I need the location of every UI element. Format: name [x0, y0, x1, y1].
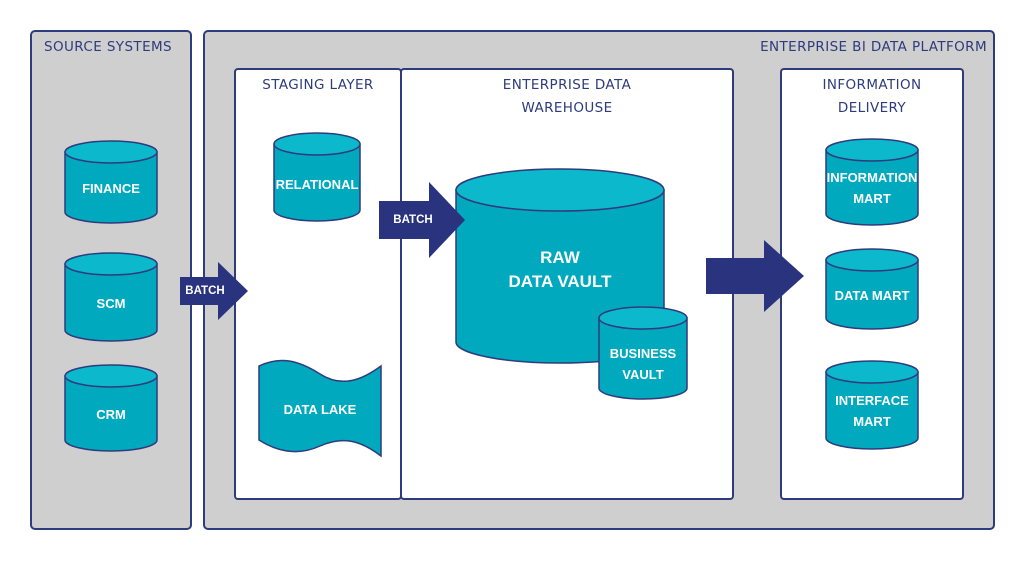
business-vault-cylinder: BUSINESS VAULT	[598, 306, 688, 400]
finance-label: FINANCE	[82, 180, 140, 196]
arrow-right-icon	[180, 262, 248, 320]
data-lake-label: DATA LAKE	[283, 401, 357, 417]
raw-data-vault-label: RAW DATA VAULT	[508, 248, 612, 291]
cylinder-icon	[64, 252, 158, 342]
source-systems-label: SOURCE SYSTEMS	[44, 39, 173, 55]
cylinder-icon	[825, 138, 919, 226]
edw-label: ENTERPRISE DATA WAREHOUSE	[502, 77, 632, 116]
crm-label: CRM	[96, 406, 126, 422]
arrow-right-icon	[706, 240, 804, 312]
cylinder-icon	[273, 132, 361, 222]
scm-label: SCM	[96, 295, 126, 311]
batch-arrow-staging-to-edw: BATCH	[379, 182, 465, 258]
business-vault-label: BUSINESS VAULT	[609, 346, 677, 382]
data-mart-cylinder: DATA MART	[825, 248, 919, 330]
arrow-edw-to-delivery	[706, 240, 804, 312]
information-mart-label: INFORMATION MART	[826, 170, 918, 206]
platform-label: ENTERPRISE BI DATA PLATFORM	[760, 39, 987, 55]
arrow-right-icon	[379, 182, 465, 258]
crm-cylinder: CRM	[64, 364, 158, 452]
data-lake-icon	[258, 359, 382, 458]
cylinder-icon	[825, 248, 919, 330]
data-mart-label: DATA MART	[834, 287, 910, 303]
staging-layer-label: STAGING LAYER	[262, 77, 374, 93]
batch-label-2: BATCH	[393, 213, 433, 226]
relational-cylinder: RELATIONAL	[273, 132, 361, 222]
cylinder-icon	[825, 360, 919, 450]
finance-cylinder: FINANCE	[64, 140, 158, 224]
data-lake-shape: DATA LAKE	[258, 359, 382, 458]
batch-label-1: BATCH	[185, 284, 225, 297]
information-delivery-label: INFORMATION DELIVERY	[822, 77, 922, 116]
information-mart-cylinder: INFORMATION MART	[825, 138, 919, 226]
cylinder-icon	[598, 306, 688, 400]
scm-cylinder: SCM	[64, 252, 158, 342]
interface-mart-label: INTERFACE MART	[835, 393, 909, 429]
cylinder-icon	[64, 140, 158, 224]
batch-arrow-source-to-staging: BATCH	[180, 262, 248, 320]
interface-mart-cylinder: INTERFACE MART	[825, 360, 919, 450]
relational-label: RELATIONAL	[275, 177, 359, 192]
cylinder-icon	[64, 364, 158, 452]
